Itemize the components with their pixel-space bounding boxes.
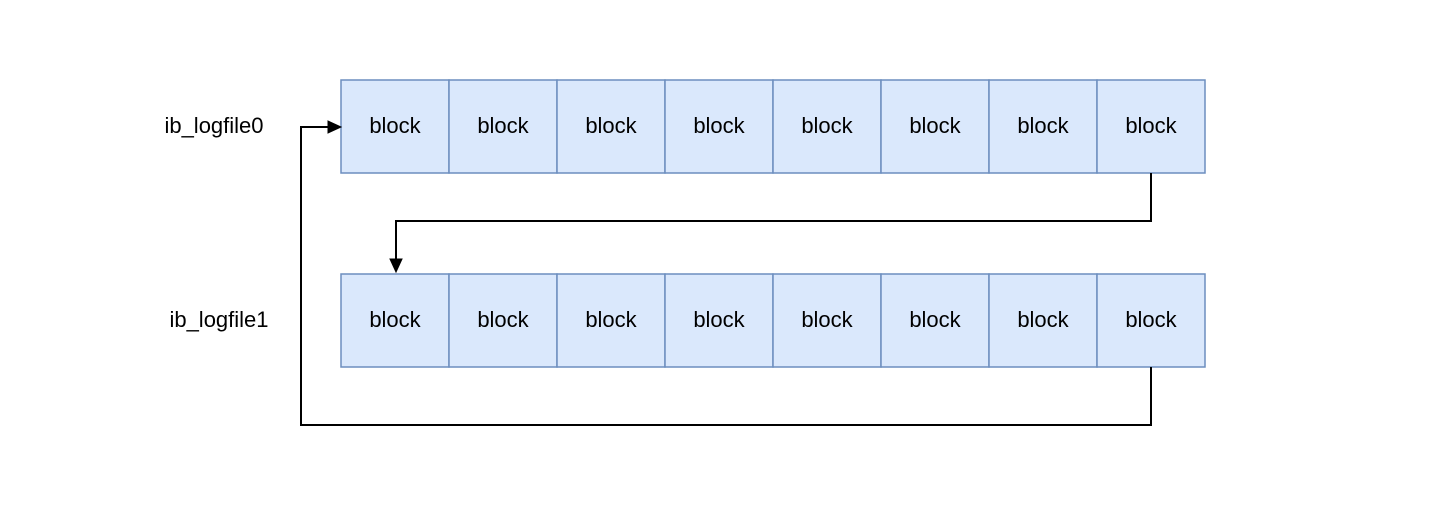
block-label: block (801, 307, 853, 332)
block-cell: block (664, 79, 774, 174)
block-label: block (1017, 307, 1069, 332)
block-label: block (909, 307, 961, 332)
block-label: block (909, 113, 961, 138)
block-label: block (1125, 307, 1177, 332)
file-row-ib-logfile1: block block block block block block bloc… (340, 273, 1206, 368)
block-cell: block (880, 79, 990, 174)
file-row-ib-logfile0: block block block block block block bloc… (340, 79, 1206, 174)
block-cell: block (340, 79, 450, 174)
block-label: block (693, 113, 745, 138)
block-cell: block (556, 273, 666, 368)
block-label: block (1125, 113, 1177, 138)
block-cell: block (988, 79, 1098, 174)
block-label: block (693, 307, 745, 332)
connector-logfile0-to-logfile1 (389, 173, 1152, 274)
block-cell: block (772, 79, 882, 174)
block-cell: block (1096, 79, 1206, 174)
block-label: block (1017, 113, 1069, 138)
block-cell: block (880, 273, 990, 368)
block-label: block (369, 113, 421, 138)
connector-logfile1-to-logfile0 (300, 120, 1152, 426)
block-label: block (369, 307, 421, 332)
block-cell: block (556, 79, 666, 174)
file-label-ib-logfile0: ib_logfile0 (164, 113, 263, 138)
block-cell: block (1096, 273, 1206, 368)
block-cell: block (448, 79, 558, 174)
block-cell: block (664, 273, 774, 368)
block-cell: block (340, 273, 450, 368)
arrow-down-icon (389, 258, 403, 274)
block-label: block (477, 307, 529, 332)
file-label-ib-logfile1: ib_logfile1 (169, 307, 268, 332)
block-label: block (477, 113, 529, 138)
block-cell: block (772, 273, 882, 368)
block-label: block (585, 113, 637, 138)
block-label: block (585, 307, 637, 332)
block-label: block (801, 113, 853, 138)
block-cell: block (988, 273, 1098, 368)
arrow-right-icon (327, 120, 343, 134)
block-cell: block (448, 273, 558, 368)
